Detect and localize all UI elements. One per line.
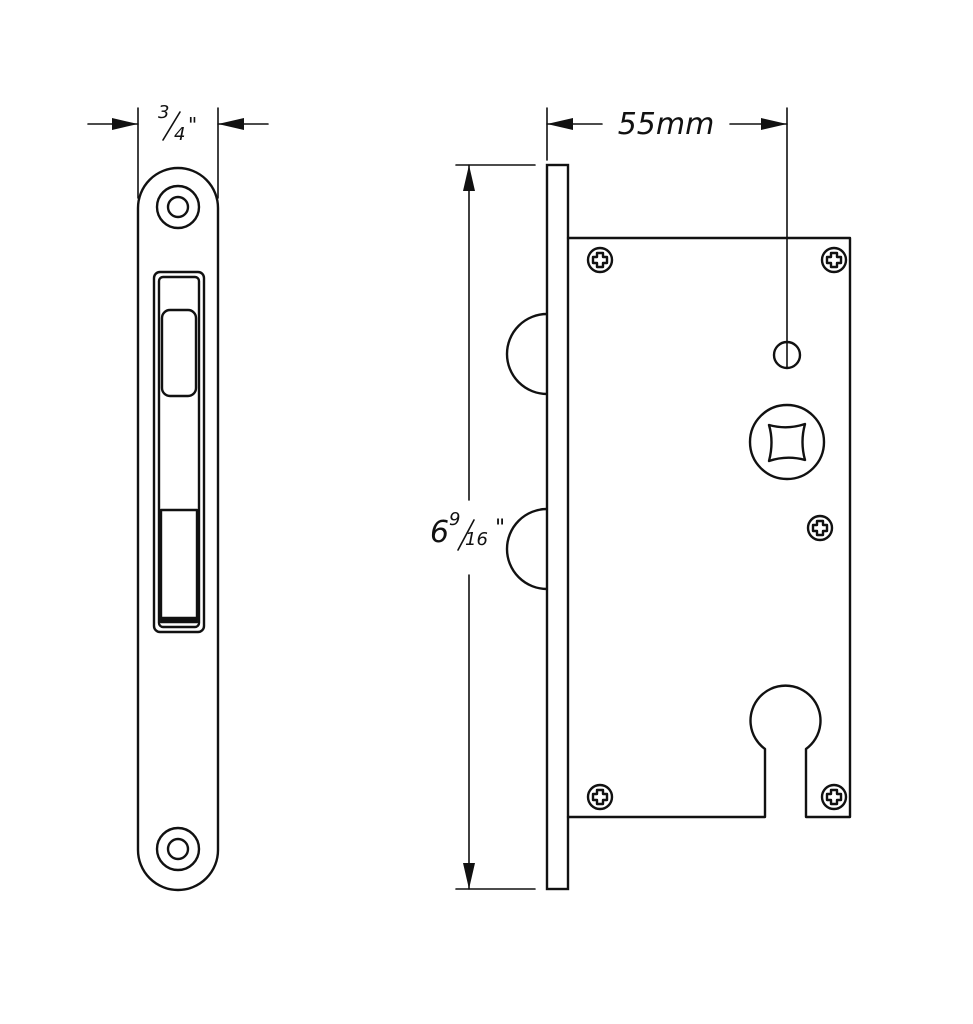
case-screw-bottom-right <box>820 783 848 811</box>
front-view-faceplate: 3 4 " <box>87 102 269 892</box>
faceplate-width-denominator: 4 <box>174 124 185 145</box>
lever-hub <box>748 403 826 481</box>
latch-bolt <box>160 308 198 398</box>
faceplate-bolt-slot <box>152 270 206 634</box>
case-screw-middle-right <box>806 514 834 542</box>
latch-bolt-profile <box>505 312 549 396</box>
faceplate-bottom-screw-hole <box>155 826 201 872</box>
faceplate-width-dimension: 3 4 " <box>87 102 269 199</box>
faceplate-side <box>545 163 570 891</box>
dead-bolt-profile <box>505 507 549 591</box>
case-screw-bottom-left <box>586 783 614 811</box>
faceplate-width-unit: " <box>188 113 197 137</box>
case-screw-top-right <box>820 246 848 274</box>
backset-label: 55mm <box>618 107 715 142</box>
spindle-pilot-hole <box>772 340 802 370</box>
faceplate-width-numerator: 3 <box>158 102 169 123</box>
lock-case-outline <box>566 236 852 819</box>
faceplate-height-unit: " <box>495 516 505 541</box>
faceplate-top-screw-hole <box>155 184 201 230</box>
dead-bolt <box>159 508 199 622</box>
faceplate-height-denominator: 16 <box>465 529 488 550</box>
faceplate-height-dimension: 6 9 16 " <box>430 164 536 890</box>
side-view-lock-body: 55mm 6 9 16 " <box>430 107 852 891</box>
faceplate-height-whole: 6 <box>430 515 449 550</box>
faceplate-outline <box>136 166 220 892</box>
square-spindle-hole <box>767 422 807 463</box>
faceplate-height-numerator: 9 <box>449 509 460 530</box>
case-screw-top-left <box>586 246 614 274</box>
